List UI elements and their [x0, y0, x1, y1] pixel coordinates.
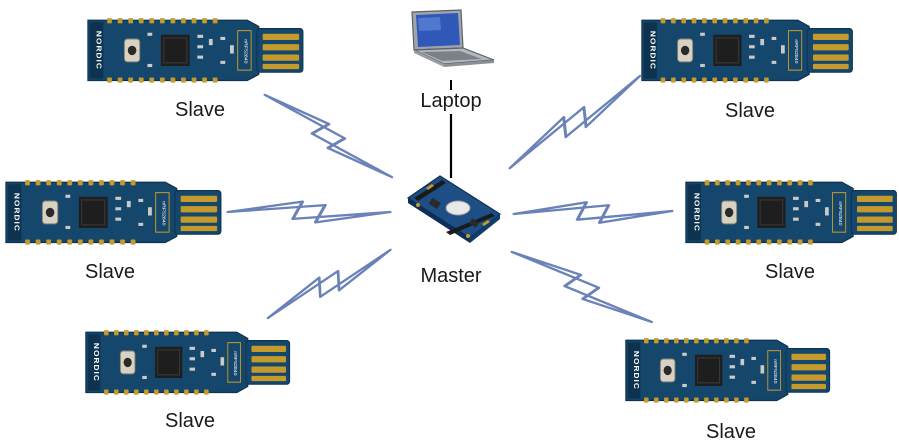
slave-label-top-left: Slave	[174, 99, 226, 121]
wireless-link-bottom-right	[505, 241, 658, 333]
nordic-usb-dongle	[5, 179, 222, 246]
slave-label-bottom-right: Slave	[705, 421, 757, 443]
wireless-link-middle-right	[512, 199, 674, 226]
slave-label-bottom-left: Slave	[164, 410, 216, 432]
wireless-link-top-left	[257, 84, 399, 188]
nordic-usb-dongle	[85, 329, 291, 396]
laptop-icon	[411, 9, 495, 67]
master-label: Master	[420, 265, 482, 287]
nordic-usb-dongle	[87, 17, 304, 84]
nrf-dev-kit-board	[406, 175, 502, 243]
nordic-usb-dongle	[625, 337, 831, 404]
laptop-label: Laptop	[420, 90, 482, 112]
wireless-link-middle-left	[226, 200, 392, 224]
wireless-link-bottom-left	[261, 239, 397, 329]
nordic-usb-dongle	[641, 17, 854, 84]
slave-label-middle-left: Slave	[84, 261, 136, 283]
nordic-usb-dongle	[685, 179, 898, 246]
slave-label-top-right: Slave	[724, 100, 776, 122]
slave-label-middle-right: Slave	[764, 261, 816, 283]
wireless-link-top-right	[502, 66, 648, 178]
